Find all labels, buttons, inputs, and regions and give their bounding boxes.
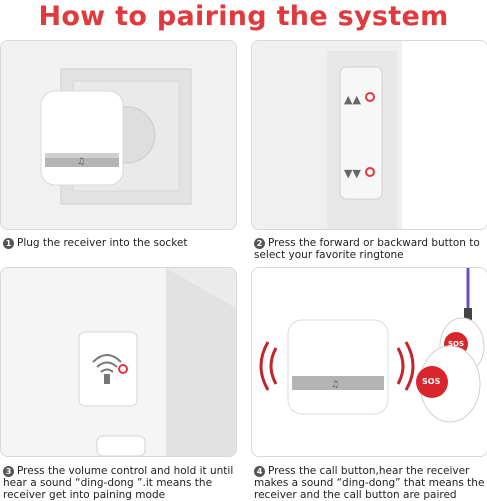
step-3-image xyxy=(0,267,237,457)
step-4-image: ♫ SOS SOS xyxy=(251,267,487,457)
svg-text:▼▼: ▼▼ xyxy=(344,167,361,180)
step-1-text: Plug the receiver into the socket xyxy=(17,237,188,249)
step-4-number: 4 xyxy=(254,466,265,477)
step-3-text: Press the volume control and hold it unt… xyxy=(3,465,234,501)
svg-text:♫: ♫ xyxy=(331,380,339,390)
step-4-text: Press the call button,hear the receiver … xyxy=(254,465,485,501)
sos-button-top[interactable]: SOS xyxy=(448,340,465,348)
step-1-image: ♫ xyxy=(0,40,237,230)
svg-text:♫: ♫ xyxy=(77,157,85,167)
step-2-number: 2 xyxy=(254,238,265,249)
page-title: How to pairing the system xyxy=(38,1,449,32)
step-2-text: Press the forward or backward button to … xyxy=(254,237,480,261)
svg-text:▲▲: ▲▲ xyxy=(344,93,361,106)
step-2-image: ▲▲ ▼▼ xyxy=(251,40,487,230)
sos-button-bottom[interactable]: SOS xyxy=(422,377,441,386)
step-1-number: 1 xyxy=(3,238,14,249)
step-3-number: 3 xyxy=(3,466,14,477)
